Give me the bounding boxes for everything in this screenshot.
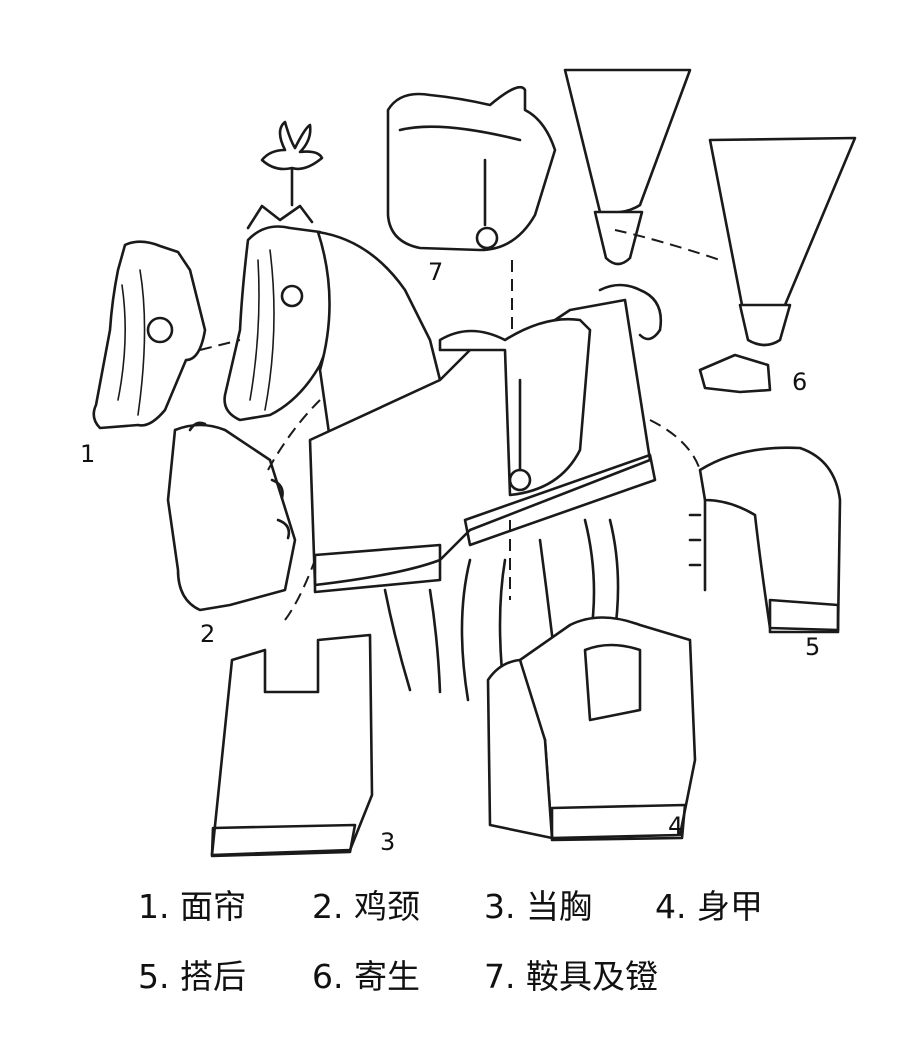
legend-row-2: 5. 搭后 6. 寄生 7. 鞍具及镫 <box>0 950 917 1010</box>
legend-item-7: 7. 鞍具及镫 <box>484 950 658 998</box>
callout-6: 6 <box>792 368 807 396</box>
legend-num: 7. <box>484 957 516 996</box>
legend-item-4: 4. 身甲 <box>655 880 763 928</box>
legend-num: 2. <box>312 887 344 926</box>
callout-4: 4 <box>668 812 683 840</box>
head-plume <box>262 122 322 205</box>
chest-armor-part <box>212 635 372 856</box>
callout-2: 2 <box>200 620 215 648</box>
legend-label: 面帘 <box>180 887 246 926</box>
legend-num: 4. <box>655 887 687 926</box>
legend-row-1: 1. 面帘 2. 鸡颈 3. 当胸 4. 身甲 <box>0 880 917 940</box>
face-guard-part <box>94 242 205 428</box>
horse-armor-diagram <box>0 0 917 860</box>
legend-label: 搭后 <box>180 957 246 996</box>
legend-num: 5. <box>138 957 170 996</box>
legend-label: 当胸 <box>526 887 592 926</box>
legend-label: 鸡颈 <box>354 887 420 926</box>
saddle-part <box>388 87 555 250</box>
callout-5: 5 <box>805 633 820 661</box>
legend-label: 身甲 <box>697 887 763 926</box>
legend-num: 1. <box>138 887 170 926</box>
neck-guard-part <box>168 423 295 610</box>
legend-num: 3. <box>484 887 516 926</box>
legend-num: 6. <box>312 957 344 996</box>
legend-label: 寄生 <box>354 957 420 996</box>
callout-7: 7 <box>428 258 443 286</box>
callout-1: 1 <box>80 440 95 468</box>
callout-3: 3 <box>380 828 395 856</box>
legend-item-6: 6. 寄生 <box>312 950 420 998</box>
body-armor-part <box>488 618 695 841</box>
legend-item-1: 1. 面帘 <box>138 880 246 928</box>
legend-item-3: 3. 当胸 <box>484 880 592 928</box>
rump-armor-part <box>690 448 840 632</box>
legend-item-2: 2. 鸡颈 <box>312 880 420 928</box>
legend-label: 鞍具及镫 <box>526 957 658 996</box>
legend-item-5: 5. 搭后 <box>138 950 246 998</box>
